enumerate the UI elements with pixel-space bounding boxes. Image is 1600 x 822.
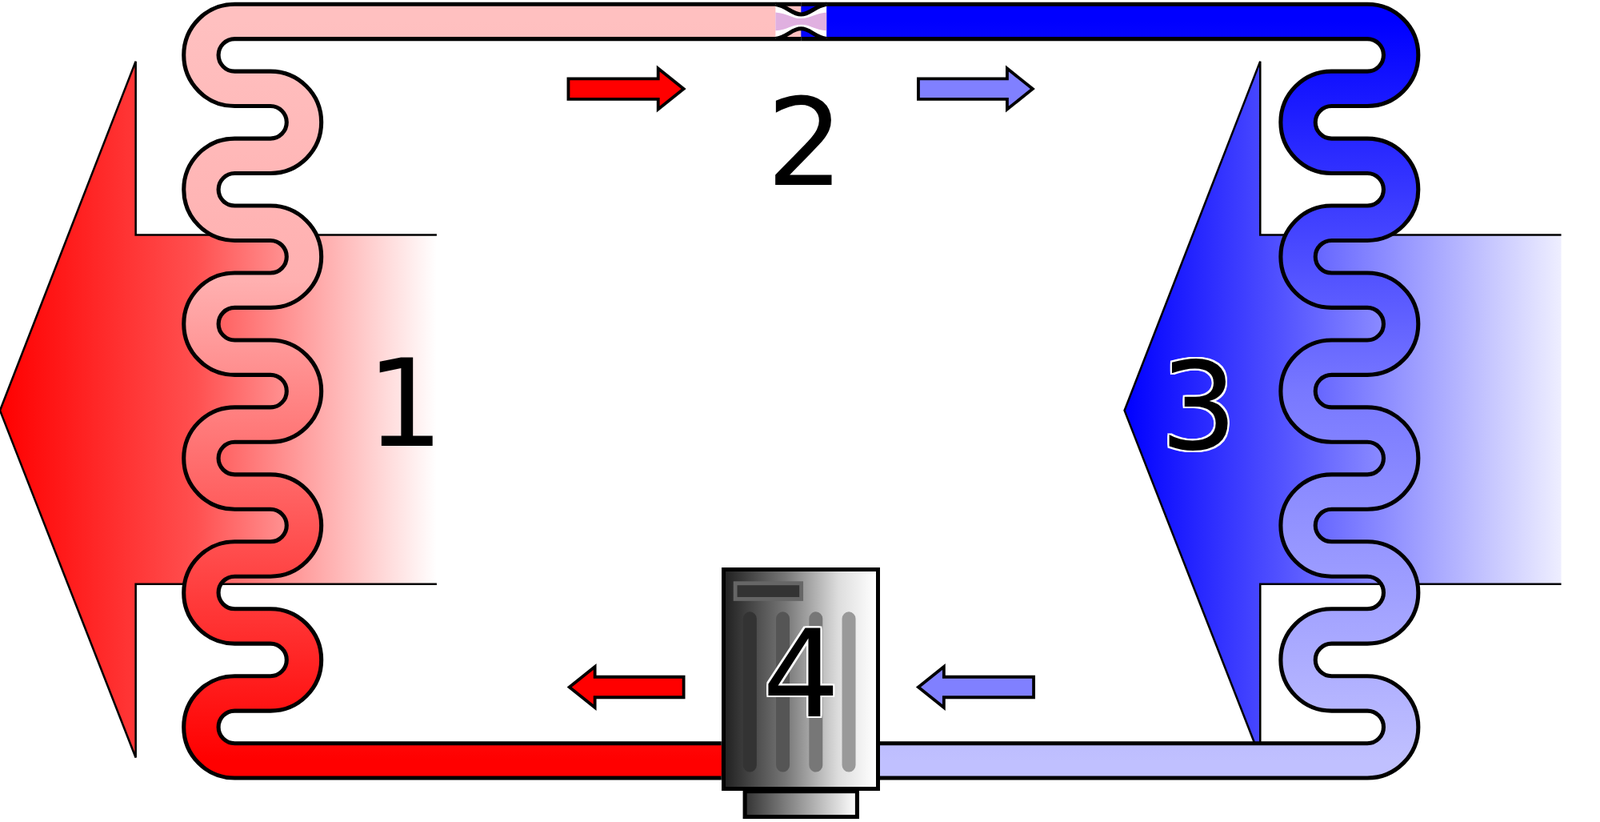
callout-number: 2 — [766, 82, 844, 204]
refrigerant-pipe — [800, 21, 1401, 760]
callout-number: 4 — [762, 613, 840, 736]
compressor: 4 — [721, 567, 880, 791]
refrigerant-pipe — [200, 21, 801, 760]
callout-number: 3 — [1160, 346, 1238, 468]
refrigerant-pipe — [800, 21, 1401, 760]
expansion-valve-throat — [775, 12, 827, 31]
expansion-valve — [775, 4, 827, 39]
expansion-valve-outline — [775, 4, 827, 39]
callout-number: 1 — [366, 343, 444, 465]
refrigerant-pipe — [200, 21, 801, 760]
